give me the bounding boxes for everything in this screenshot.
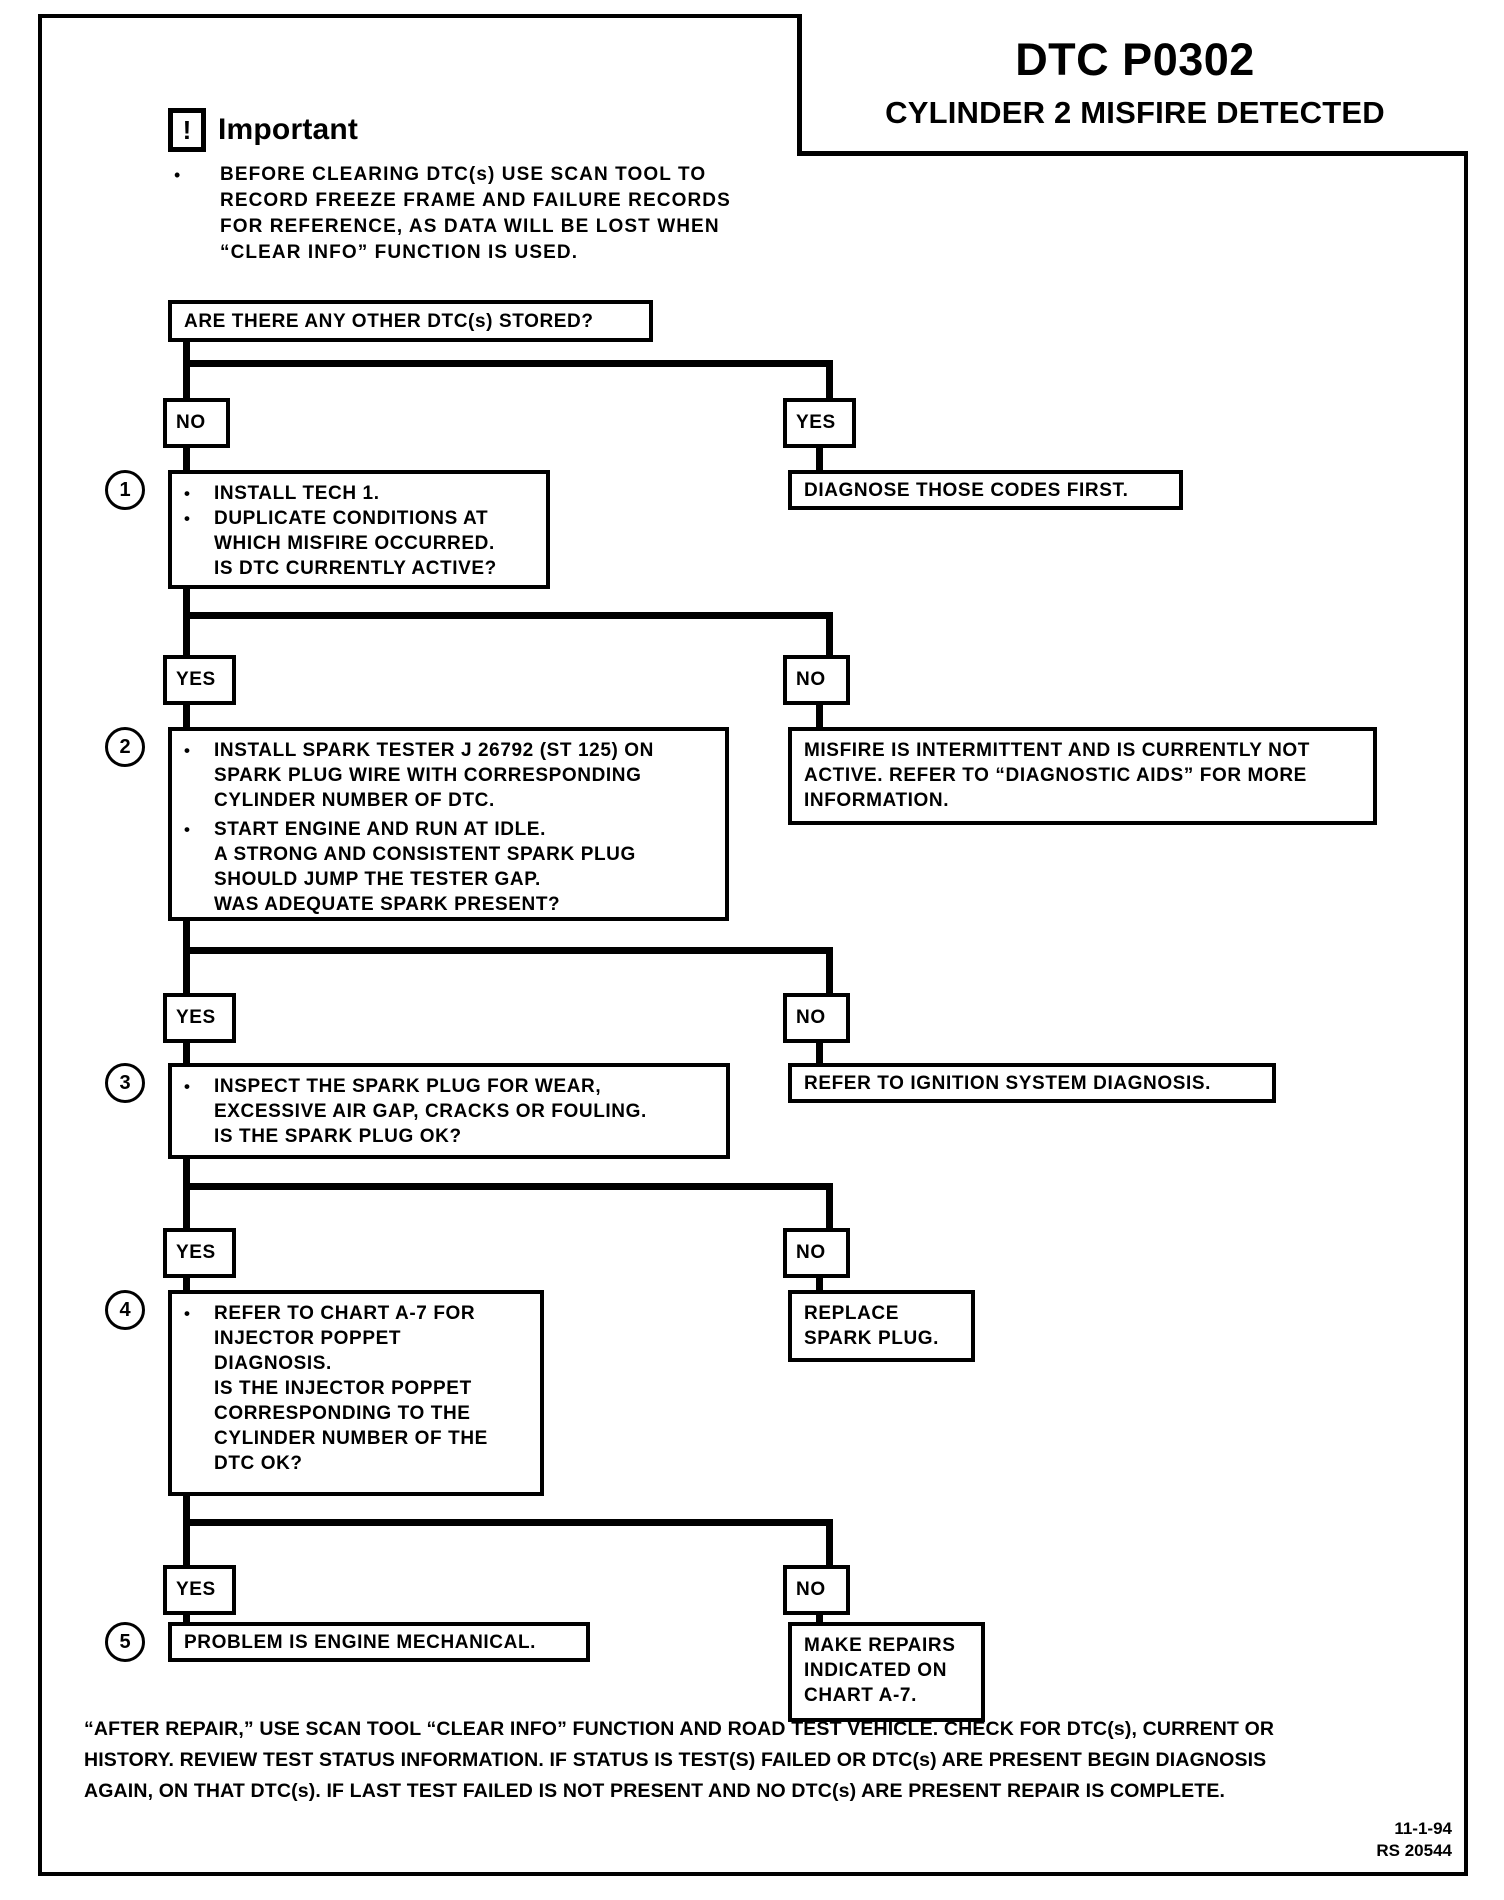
connector-branch2-horizontal bbox=[183, 612, 833, 619]
node-step2: • INSTALL SPARK TESTER J 26792 (ST 125) … bbox=[168, 727, 729, 921]
step-number-3: 3 bbox=[105, 1063, 145, 1103]
connector-step2-down bbox=[183, 920, 190, 1000]
node-misfire-intermittent-text: MISFIRE IS INTERMITTENT AND IS CURRENTLY… bbox=[804, 740, 1310, 811]
dtc-description: CYLINDER 2 MISFIRE DETECTED bbox=[885, 94, 1385, 130]
connector-no3-down bbox=[816, 1042, 823, 1072]
connector-yes2-down bbox=[183, 704, 190, 732]
node-step5-text: PROBLEM IS ENGINE MECHANICAL. bbox=[184, 1632, 537, 1653]
node-step3-text: INSPECT THE SPARK PLUG FOR WEAR, EXCESSI… bbox=[214, 1076, 647, 1147]
connector-step3-down bbox=[183, 1158, 190, 1236]
connector-branch1-right-down bbox=[826, 360, 833, 406]
node-make-repairs: MAKE REPAIRS INDICATED ON CHART A-7. bbox=[788, 1622, 985, 1722]
connector-step1-down bbox=[183, 588, 190, 664]
bullet-icon: • bbox=[184, 484, 191, 503]
connector-step4-down bbox=[183, 1495, 190, 1573]
node-diagnose-those-codes-text: DIAGNOSE THOSE CODES FIRST. bbox=[804, 480, 1129, 501]
node-replace-spark-plug-text: REPLACE SPARK PLUG. bbox=[804, 1303, 940, 1349]
node-step2-item2: • START ENGINE AND RUN AT IDLE. A STRONG… bbox=[172, 813, 725, 924]
important-header: ! Important bbox=[168, 108, 808, 152]
label-no-branch4: NO bbox=[783, 1228, 850, 1278]
node-step4-text: REFER TO CHART A-7 FOR INJECTOR POPPET D… bbox=[214, 1303, 488, 1474]
bullet-icon: • bbox=[184, 820, 191, 839]
connector-no1-down bbox=[183, 447, 190, 474]
node-step1-item2: • DUPLICATE CONDITIONS AT WHICH MISFIRE … bbox=[172, 506, 546, 588]
node-step1-item1: • INSTALL TECH 1. bbox=[172, 474, 546, 506]
node-start: ARE THERE ANY OTHER DTC(s) STORED? bbox=[168, 300, 653, 342]
connector-branch1-horizontal bbox=[183, 360, 833, 367]
node-ignition-system-diagnosis-text: REFER TO IGNITION SYSTEM DIAGNOSIS. bbox=[804, 1073, 1212, 1094]
label-yes-branch1: YES bbox=[783, 398, 856, 448]
node-make-repairs-text: MAKE REPAIRS INDICATED ON CHART A-7. bbox=[804, 1635, 956, 1706]
important-note: ! Important • BEFORE CLEARING DTC(s) USE… bbox=[168, 108, 808, 266]
label-yes-branch4: YES bbox=[163, 1228, 236, 1278]
step-number-1: 1 bbox=[105, 470, 145, 510]
revision-stamp: 11-1-94 RS 20544 bbox=[1376, 1819, 1452, 1860]
node-step4-item1: • REFER TO CHART A-7 FOR INJECTOR POPPET… bbox=[172, 1294, 540, 1483]
bullet-icon: • bbox=[184, 509, 191, 528]
node-step2-text1: INSTALL SPARK TESTER J 26792 (ST 125) ON… bbox=[214, 740, 654, 811]
node-ignition-system-diagnosis: REFER TO IGNITION SYSTEM DIAGNOSIS. bbox=[788, 1063, 1276, 1103]
connector-branch3-horizontal bbox=[183, 947, 833, 954]
connector-branch3-right-down bbox=[826, 947, 833, 1000]
label-no-branch1: NO bbox=[163, 398, 230, 448]
node-start-text: ARE THERE ANY OTHER DTC(s) STORED? bbox=[184, 311, 594, 332]
node-step5: PROBLEM IS ENGINE MECHANICAL. bbox=[168, 1622, 590, 1662]
node-step1-text1: INSTALL TECH 1. bbox=[214, 483, 380, 504]
label-yes-branch5: YES bbox=[163, 1565, 236, 1615]
chart-header: DTC P0302 CYLINDER 2 MISFIRE DETECTED bbox=[797, 14, 1468, 156]
bullet-icon: • bbox=[184, 1304, 191, 1323]
exclamation-box-icon: ! bbox=[168, 108, 206, 152]
label-no-branch5: NO bbox=[783, 1565, 850, 1615]
important-label: Important bbox=[218, 113, 359, 146]
bullet-icon: • bbox=[174, 165, 181, 185]
step-number-2: 2 bbox=[105, 727, 145, 767]
exclamation-glyph: ! bbox=[182, 115, 192, 145]
connector-branch5-horizontal bbox=[183, 1519, 833, 1526]
node-step1: • INSTALL TECH 1. • DUPLICATE CONDITIONS… bbox=[168, 470, 550, 589]
node-step3-item1: • INSPECT THE SPARK PLUG FOR WEAR, EXCES… bbox=[172, 1067, 726, 1156]
label-yes-branch3: YES bbox=[163, 993, 236, 1043]
node-diagnose-those-codes: DIAGNOSE THOSE CODES FIRST. bbox=[788, 470, 1183, 510]
bullet-icon: • bbox=[184, 741, 191, 760]
connector-branch2-right-down bbox=[826, 612, 833, 664]
node-step1-text2: DUPLICATE CONDITIONS AT WHICH MISFIRE OC… bbox=[214, 508, 497, 579]
bullet-icon: • bbox=[184, 1077, 191, 1096]
connector-branch5-right-down bbox=[826, 1519, 833, 1572]
step-number-4: 4 bbox=[105, 1290, 145, 1330]
connector-branch4-right-down bbox=[826, 1183, 833, 1236]
page-border bbox=[38, 14, 1468, 1876]
connector-start-down bbox=[183, 340, 190, 404]
connector-yes3-down bbox=[183, 1042, 190, 1072]
connector-branch4-horizontal bbox=[183, 1183, 833, 1190]
node-step2-item1: • INSTALL SPARK TESTER J 26792 (ST 125) … bbox=[172, 731, 725, 813]
node-step4: • REFER TO CHART A-7 FOR INJECTOR POPPET… bbox=[168, 1290, 544, 1496]
node-step3: • INSPECT THE SPARK PLUG FOR WEAR, EXCES… bbox=[168, 1063, 730, 1159]
label-no-branch3: NO bbox=[783, 993, 850, 1043]
connector-no2-down bbox=[816, 704, 823, 732]
after-repair-instructions: “AFTER REPAIR,” USE SCAN TOOL “CLEAR INF… bbox=[84, 1718, 1275, 1802]
label-no-branch2: NO bbox=[783, 655, 850, 705]
connector-yes1-down bbox=[816, 447, 823, 474]
node-replace-spark-plug: REPLACE SPARK PLUG. bbox=[788, 1290, 975, 1362]
important-body: • BEFORE CLEARING DTC(s) USE SCAN TOOL T… bbox=[168, 162, 808, 266]
step-number-5: 5 bbox=[105, 1622, 145, 1662]
node-step2-text2: START ENGINE AND RUN AT IDLE. A STRONG A… bbox=[214, 819, 636, 915]
dtc-code: DTC P0302 bbox=[1015, 33, 1255, 85]
node-misfire-intermittent: MISFIRE IS INTERMITTENT AND IS CURRENTLY… bbox=[788, 727, 1377, 825]
important-text: BEFORE CLEARING DTC(s) USE SCAN TOOL TO … bbox=[220, 164, 731, 263]
label-yes-branch2: YES bbox=[163, 655, 236, 705]
